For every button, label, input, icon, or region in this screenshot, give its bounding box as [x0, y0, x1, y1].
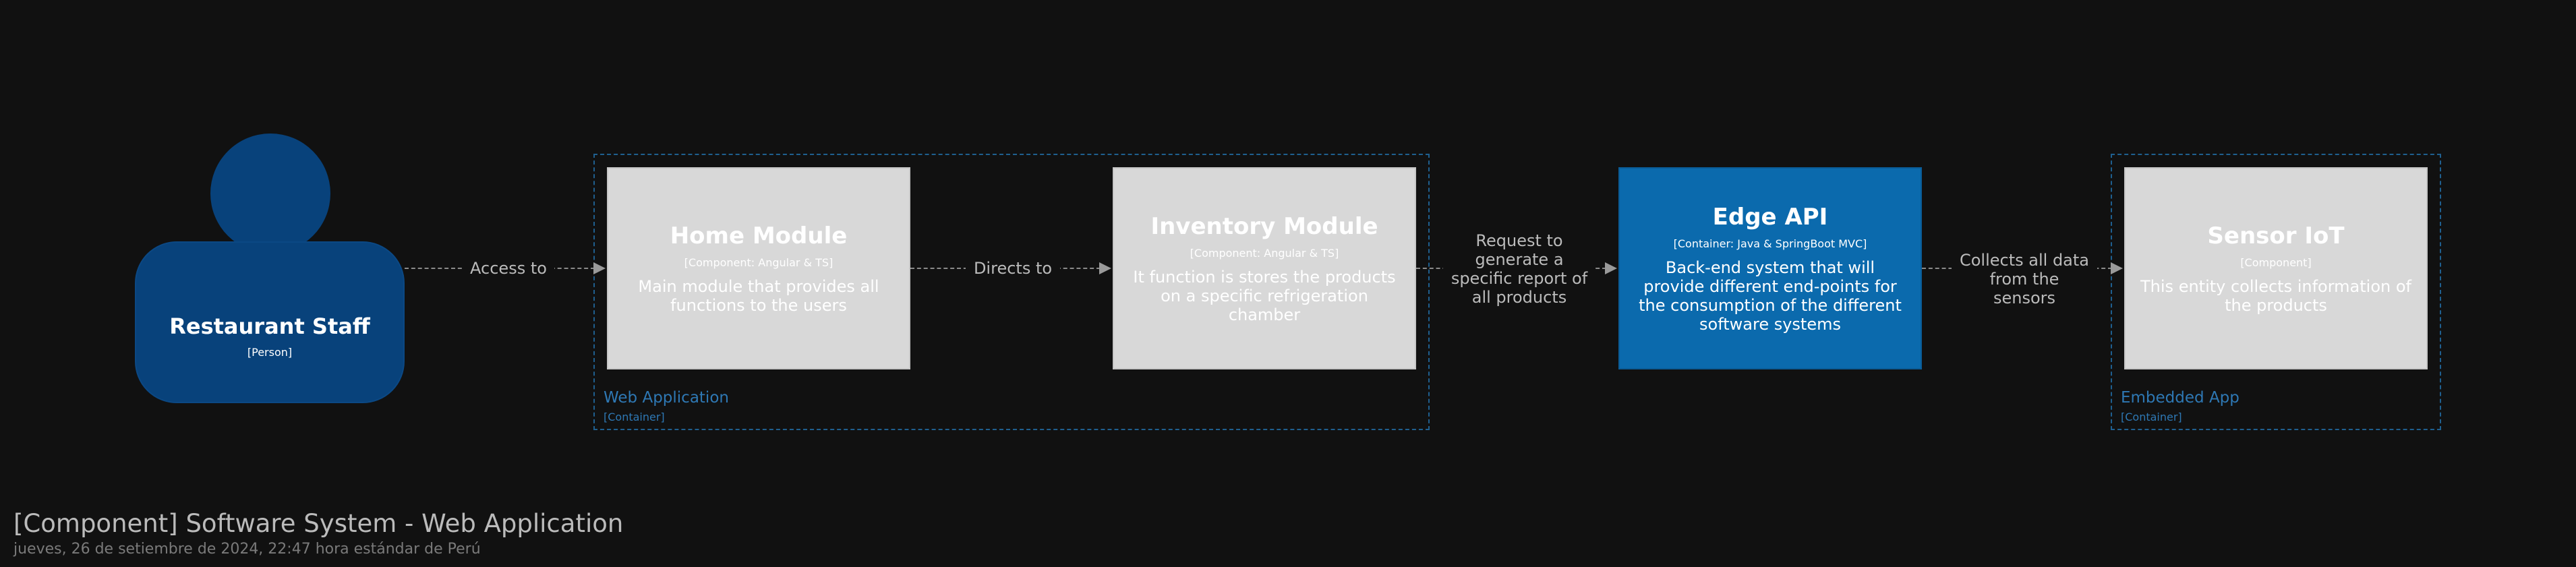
- sensor-iot-name: Sensor IoT: [2207, 222, 2345, 249]
- home-module-description: Main module that provides all functions …: [638, 276, 879, 315]
- diagram-title: [Component] Software System - Web Applic…: [13, 509, 624, 538]
- relation-report-arrowhead: [1605, 262, 1617, 274]
- embedded-app-boundary: [2111, 154, 2441, 430]
- relation-access-label: Access to: [463, 259, 554, 278]
- edge-api-tag: [Container: Java & SpringBoot MVC]: [1673, 237, 1867, 250]
- embedded-app-boundary-title: Embedded App: [2121, 389, 2240, 407]
- relation-directs-arrowhead: [1099, 262, 1111, 274]
- relation-report-label: Request to generate a specific report of…: [1443, 231, 1596, 307]
- inventory-module-box[interactable]: Inventory Module [Component: Angular & T…: [1113, 167, 1416, 369]
- home-module-tag: [Component: Angular & TS]: [684, 256, 833, 269]
- relation-directs-label: Directs to: [966, 259, 1060, 278]
- inventory-module-description: It function is stores the products on a …: [1133, 267, 1396, 324]
- home-module-box[interactable]: Home Module [Component: Angular & TS] Ma…: [607, 167, 910, 369]
- home-module-name: Home Module: [670, 222, 848, 249]
- web-application-boundary: [593, 154, 1430, 430]
- sensor-iot-box[interactable]: Sensor IoT [Component] This entity colle…: [2124, 167, 2428, 369]
- person-tag: [Person]: [247, 345, 293, 359]
- edge-api-box[interactable]: Edge API [Container: Java & SpringBoot M…: [1618, 167, 1922, 369]
- person-head-icon: [210, 133, 330, 253]
- inventory-module-tag: [Component: Angular & TS]: [1190, 246, 1339, 260]
- sensor-iot-description: This entity collects information of the …: [2140, 276, 2411, 315]
- edge-api-description: Back-end system that will provide differ…: [1639, 258, 1902, 334]
- sensor-iot-tag: [Component]: [2240, 256, 2312, 269]
- web-application-boundary-title: Web Application: [604, 389, 729, 407]
- relation-collects-arrowhead: [2111, 262, 2123, 274]
- person-restaurant-staff[interactable]: Restaurant Staff [Person]: [135, 241, 405, 403]
- embedded-app-boundary-tag: [Container]: [2121, 411, 2182, 423]
- relation-access-arrowhead: [593, 262, 606, 274]
- web-application-boundary-tag: [Container]: [604, 411, 665, 423]
- inventory-module-name: Inventory Module: [1150, 212, 1378, 240]
- relation-collects-label: Collects all data from the sensors: [1952, 251, 2097, 307]
- diagram-timestamp: jueves, 26 de setiembre de 2024, 22:47 h…: [13, 541, 481, 558]
- edge-api-name: Edge API: [1712, 203, 1828, 231]
- person-name: Restaurant Staff: [169, 313, 370, 339]
